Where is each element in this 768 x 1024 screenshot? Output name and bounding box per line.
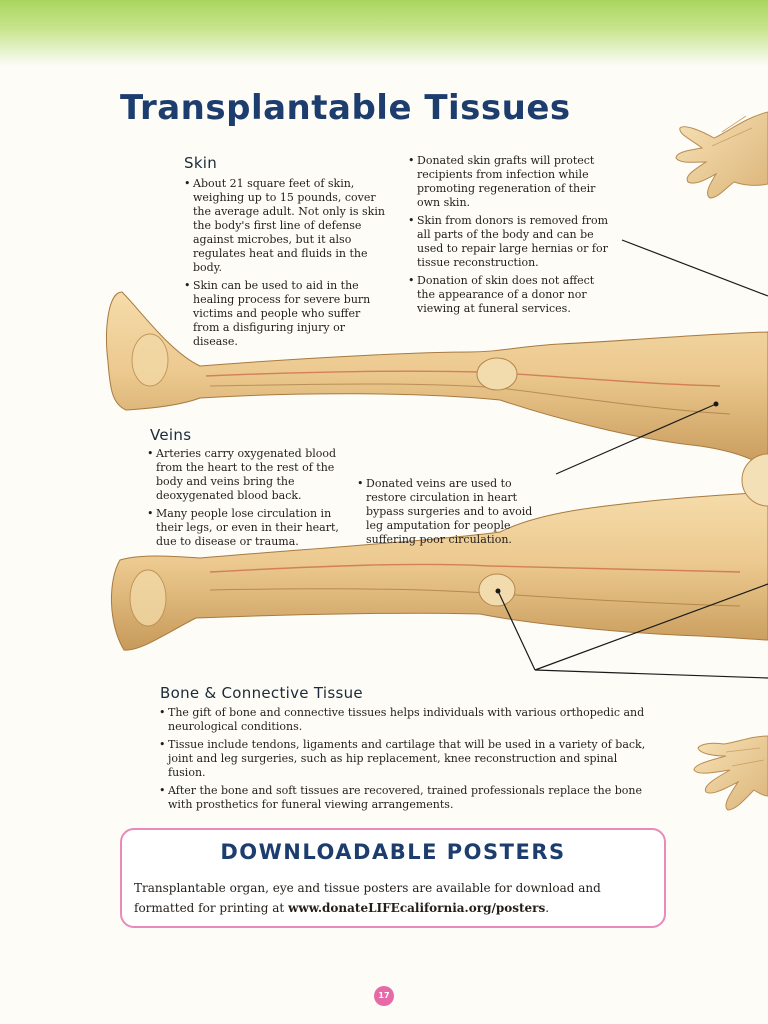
list-item: Donation of skin does not affect the app… xyxy=(408,274,614,316)
list-item: Donated skin grafts will protect recipie… xyxy=(408,154,614,210)
posters-text-after: . xyxy=(545,901,550,915)
list-item: Many people lose circulation in their le… xyxy=(147,507,347,549)
posters-text: Transplantable organ, eye and tissue pos… xyxy=(134,878,654,918)
list-item: Skin can be used to aid in the healing p… xyxy=(184,279,390,349)
bone-heading: Bone & Connective Tissue xyxy=(160,684,363,702)
right-hand-upper xyxy=(675,111,768,199)
skin-bullets-right: Donated skin grafts will protect recipie… xyxy=(408,154,614,320)
list-item: Tissue include tendons, ligaments and ca… xyxy=(159,738,649,780)
bone-bullets: The gift of bone and connective tissues … xyxy=(159,706,649,816)
veins-bullets-left: Arteries carry oxygenated blood from the… xyxy=(147,447,347,553)
callout-lines xyxy=(497,239,768,679)
list-item: About 21 square feet of skin, weighing u… xyxy=(184,177,390,275)
veins-bullets-right: Donated veins are used to restore circul… xyxy=(357,477,537,551)
skin-heading: Skin xyxy=(184,154,218,172)
right-hand-lower xyxy=(693,735,768,811)
list-item: After the bone and soft tissues are reco… xyxy=(159,784,649,812)
list-item: Donated veins are used to restore circul… xyxy=(357,477,537,547)
page-title: Transplantable Tissues xyxy=(120,88,571,128)
lower-leg xyxy=(111,491,768,651)
posters-title: DOWNLOADABLE POSTERS xyxy=(220,840,566,864)
veins-heading: Veins xyxy=(150,426,192,444)
downloadable-posters-box: DOWNLOADABLE POSTERS Transplantable orga… xyxy=(120,828,666,928)
posters-link[interactable]: www.donateLIFEcalifornia.org/posters xyxy=(288,901,546,915)
list-item: Arteries carry oxygenated blood from the… xyxy=(147,447,347,503)
upper-leg xyxy=(106,291,768,471)
top-green-band xyxy=(0,0,768,66)
page-number-badge: 17 xyxy=(374,986,394,1006)
list-item: Skin from donors is removed from all par… xyxy=(408,214,614,270)
list-item: The gift of bone and connective tissues … xyxy=(159,706,649,734)
hip-region xyxy=(741,453,768,507)
posters-text-before: Transplantable organ, eye and tissue pos… xyxy=(134,881,601,915)
skin-bullets-left: About 21 square feet of skin, weighing u… xyxy=(184,177,390,353)
